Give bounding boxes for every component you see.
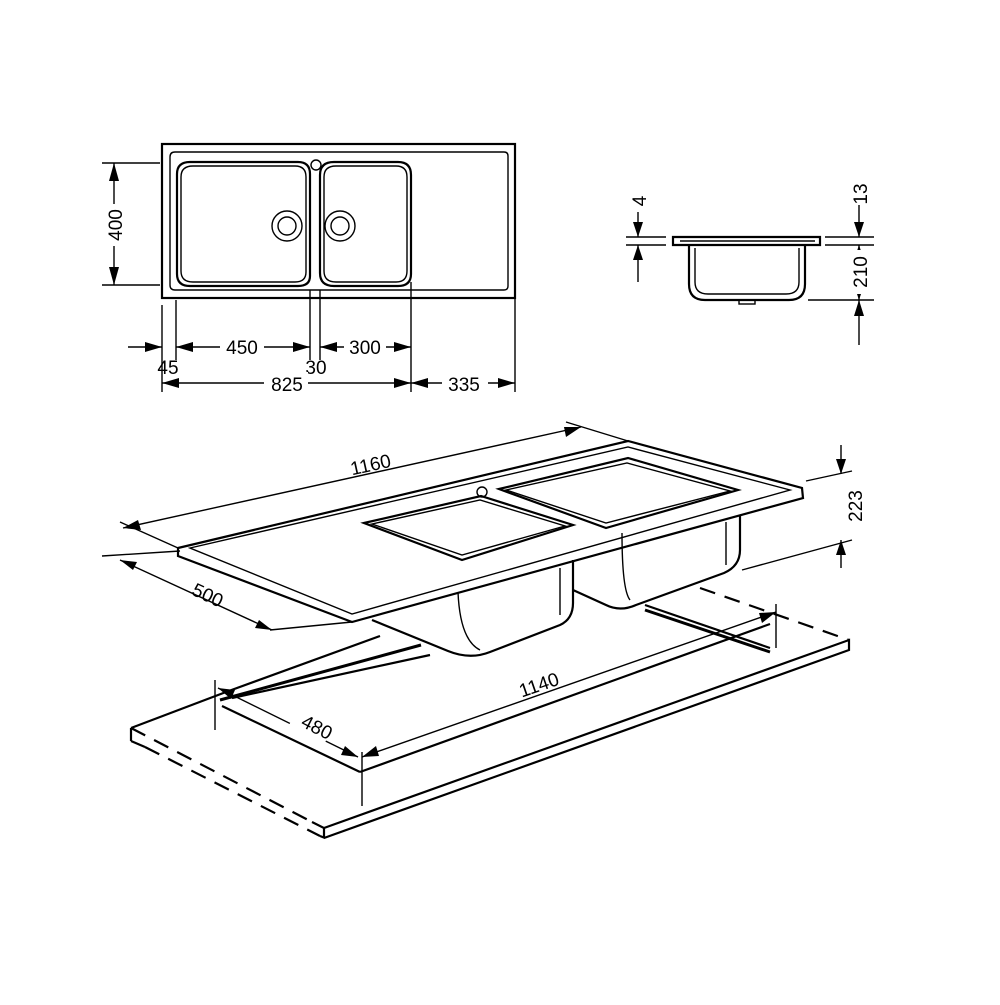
dim-top-width: 400	[102, 162, 160, 286]
dim-side-right: 13 210	[808, 183, 874, 345]
dim-iso-height-label: 223	[846, 490, 867, 522]
dim-side-flange-label: 13	[851, 183, 872, 204]
dim-cutout-length: 1140	[361, 604, 777, 806]
top-view-right-bowl	[318, 160, 413, 288]
isometric-countertop	[129, 586, 851, 840]
dim-side-rim-label: 4	[630, 195, 651, 206]
dim-iso-length-label: 1160	[349, 451, 393, 480]
top-view-outline	[160, 142, 517, 300]
dim-iso-length: 1160	[119, 421, 629, 549]
dim-top-bowls-total-label: 825	[271, 375, 303, 396]
dim-top-row1: 450 300 45 30	[128, 282, 516, 392]
tap-hole	[310, 159, 322, 171]
dim-side-depth-label: 210	[851, 256, 872, 288]
dim-top-offset-left-label: 45	[157, 358, 178, 379]
isometric-sink	[176, 439, 805, 657]
dim-top-row2: 825 335	[162, 372, 515, 396]
dim-top-bowl-right-label: 300	[349, 338, 381, 359]
dim-top-drainer-label: 335	[448, 375, 480, 396]
dim-top-gap-label: 30	[305, 358, 326, 379]
dim-top-width-label: 400	[106, 209, 127, 241]
dim-iso-width-label: 500	[189, 580, 227, 612]
dim-iso-height: 223	[741, 445, 867, 571]
dim-cutout-length-label: 1140	[516, 669, 561, 702]
dim-top-bowl-left-label: 450	[226, 338, 258, 359]
top-view-left-bowl	[175, 160, 312, 288]
dim-side-left: 4	[626, 195, 666, 282]
side-section	[671, 235, 822, 305]
top-view	[160, 142, 517, 300]
dim-cutout-width: 480	[214, 680, 359, 758]
